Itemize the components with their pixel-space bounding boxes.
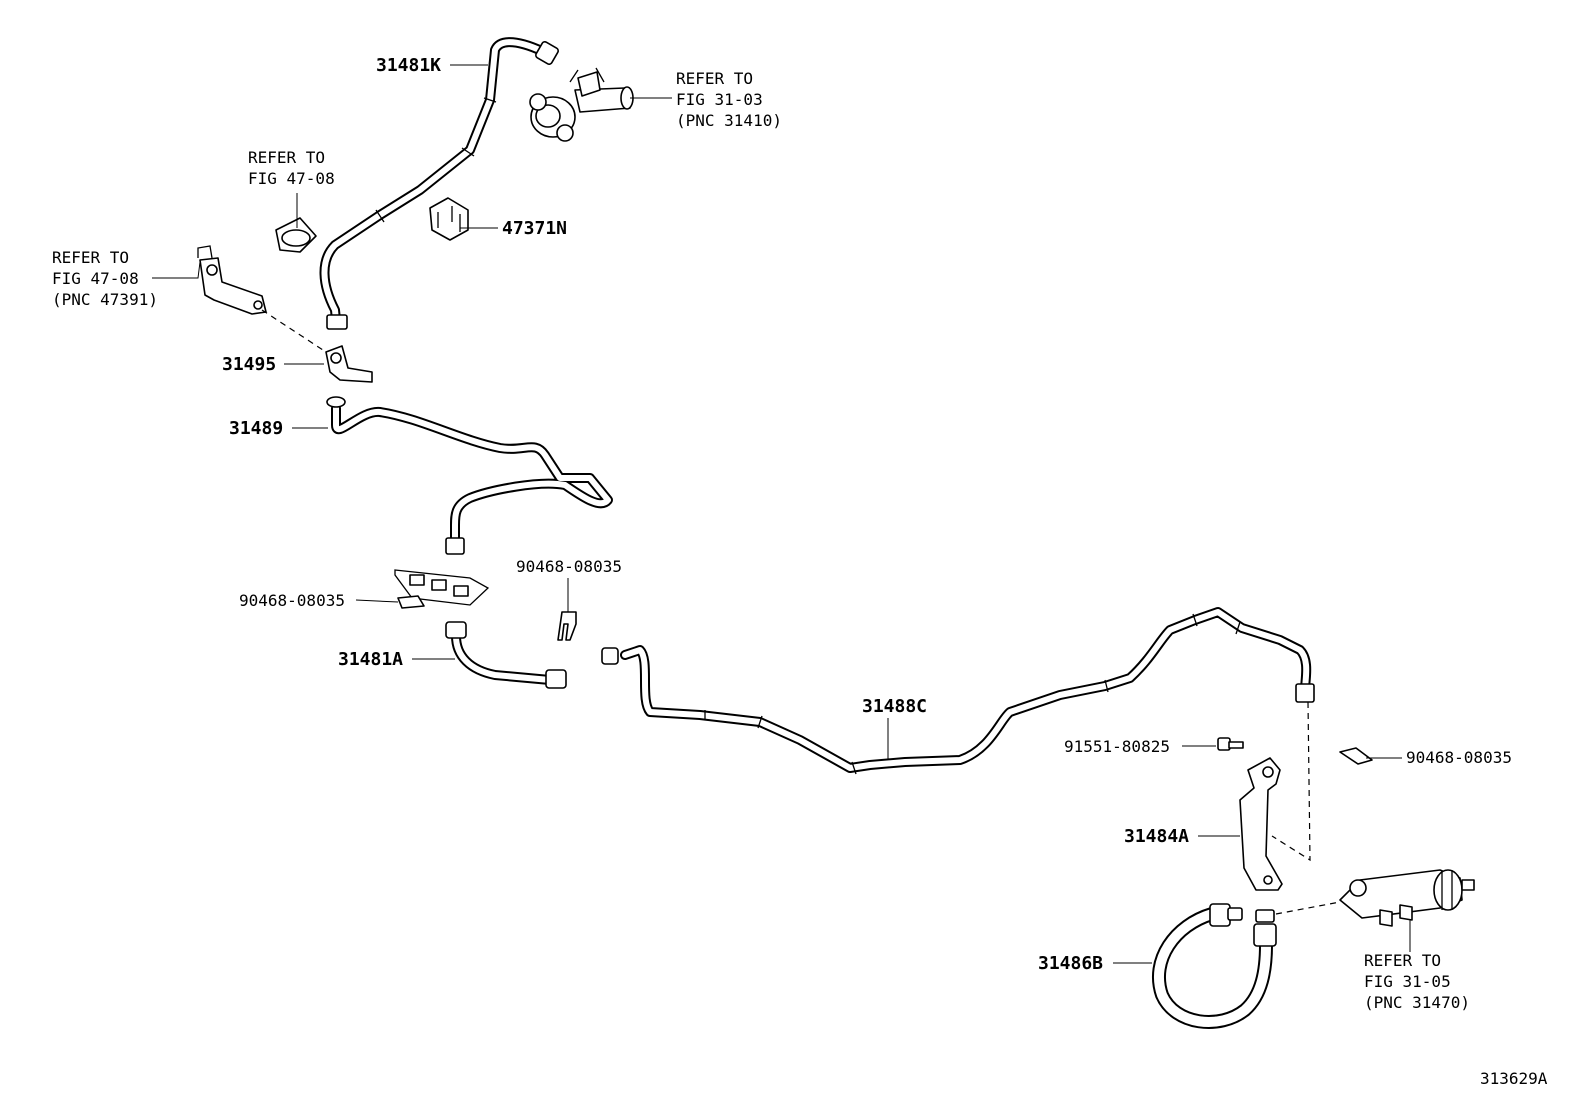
label-31484a: 31484A xyxy=(1124,826,1189,847)
dashed-line-cylinder xyxy=(1271,701,1311,862)
clamp-bracket-icon xyxy=(197,245,267,315)
clip-90468-a-icon xyxy=(397,595,425,609)
label-90468-a: 90468-08035 xyxy=(239,591,345,610)
ref-clamp-bracket-refer: REFER TO xyxy=(52,248,129,267)
label-31495: 31495 xyxy=(222,354,276,375)
ref-master-cylinder: REFER TO FIG 31-03 (PNC 31410) xyxy=(676,69,782,130)
label-31481a: 31481A xyxy=(338,649,403,670)
grommet-icon xyxy=(275,217,317,253)
ref-master-cylinder-pnc: (PNC 31410) xyxy=(676,111,782,130)
dashed-line-hose xyxy=(1275,901,1341,915)
hose-31486b xyxy=(1151,903,1277,1029)
bracket-31484a-icon xyxy=(1239,757,1283,891)
label-91551: 91551-80825 xyxy=(1064,737,1170,756)
ref-release-cylinder-refer: REFER TO xyxy=(1364,951,1441,970)
label-31488c: 31488C xyxy=(862,696,927,717)
leader-lines xyxy=(152,64,1411,964)
label-31486b: 31486B xyxy=(1038,953,1103,974)
ref-grommet: REFER TO FIG 47-08 xyxy=(248,148,335,188)
label-90468-c: 90468-08035 xyxy=(1406,748,1512,767)
pipe-31489 xyxy=(326,396,613,555)
pipe-31488c xyxy=(601,607,1315,775)
ref-release-cylinder: REFER TO FIG 31-05 (PNC 31470) xyxy=(1364,951,1470,1012)
clip-47371n-icon xyxy=(429,197,469,241)
ref-clamp-bracket-pnc: (PNC 47391) xyxy=(52,290,158,309)
label-31481k: 31481K xyxy=(376,55,441,76)
ref-master-cylinder-fig: FIG 31-03 xyxy=(676,90,763,109)
ref-clamp-bracket: REFER TO FIG 47-08 (PNC 47391) xyxy=(52,248,158,309)
clip-90468-c-icon xyxy=(1339,747,1373,765)
release-cylinder-icon xyxy=(1339,869,1475,927)
hose-31481a xyxy=(445,621,567,689)
label-90468-b: 90468-08035 xyxy=(516,557,622,576)
label-31489: 31489 xyxy=(229,418,283,439)
clip-90468-b-icon xyxy=(557,611,577,641)
master-cylinder-icon xyxy=(529,67,634,142)
dashed-line-bracket xyxy=(261,309,327,353)
label-47371n: 47371N xyxy=(502,218,567,239)
bracket-31495-icon xyxy=(325,345,373,383)
ref-master-cylinder-refer: REFER TO xyxy=(676,69,753,88)
bolt-91551-icon xyxy=(1217,737,1244,751)
ref-clamp-bracket-fig: FIG 47-08 xyxy=(52,269,139,288)
ref-release-cylinder-fig: FIG 31-05 xyxy=(1364,972,1451,991)
clip-plate-icon xyxy=(394,569,490,606)
ref-grommet-fig: FIG 47-08 xyxy=(248,169,335,188)
pipe-31481k xyxy=(319,37,559,330)
ref-release-cylinder-pnc: (PNC 31470) xyxy=(1364,993,1470,1012)
ref-grommet-refer: REFER TO xyxy=(248,148,325,167)
figure-code: 313629A xyxy=(1480,1069,1548,1088)
